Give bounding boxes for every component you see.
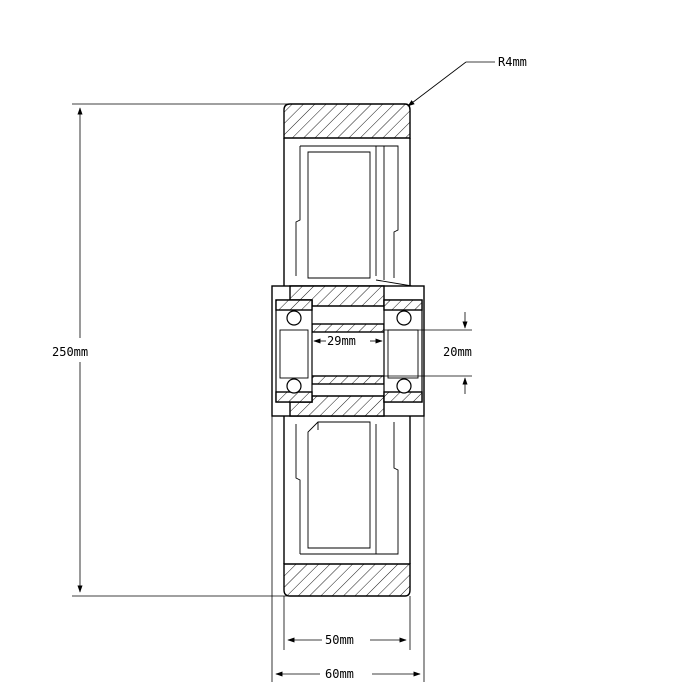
- bearing-right: [383, 299, 423, 403]
- spacer-dimension: 29mm: [313, 334, 383, 348]
- wheel-body-upper: [283, 138, 411, 286]
- tread-width-label: 50mm: [325, 633, 354, 647]
- tyre-top: [283, 103, 411, 139]
- tyre-bottom: [283, 563, 411, 597]
- web-taper: [317, 145, 413, 430]
- spacer-bottom: [311, 375, 385, 385]
- bore-label: 20mm: [443, 345, 472, 359]
- radius-label: R4mm: [498, 55, 527, 69]
- tread-width-dimension: 50mm: [283, 596, 411, 650]
- overall-width-label: 60mm: [325, 667, 354, 681]
- rim-recess-upper: [295, 145, 399, 279]
- bore-dimension: 20mm: [384, 312, 472, 394]
- diameter-label: 250mm: [52, 345, 88, 359]
- bearing-left: [275, 299, 313, 403]
- wheel-body-lower: [283, 416, 411, 564]
- overall-width-dimension: 60mm: [271, 416, 425, 682]
- spacer-label: 29mm: [327, 334, 356, 348]
- radius-callout: R4mm: [407, 55, 527, 107]
- diameter-dimension: 250mm: [52, 103, 290, 597]
- spacer-top: [311, 323, 385, 333]
- rim-recess-lower: [295, 421, 399, 555]
